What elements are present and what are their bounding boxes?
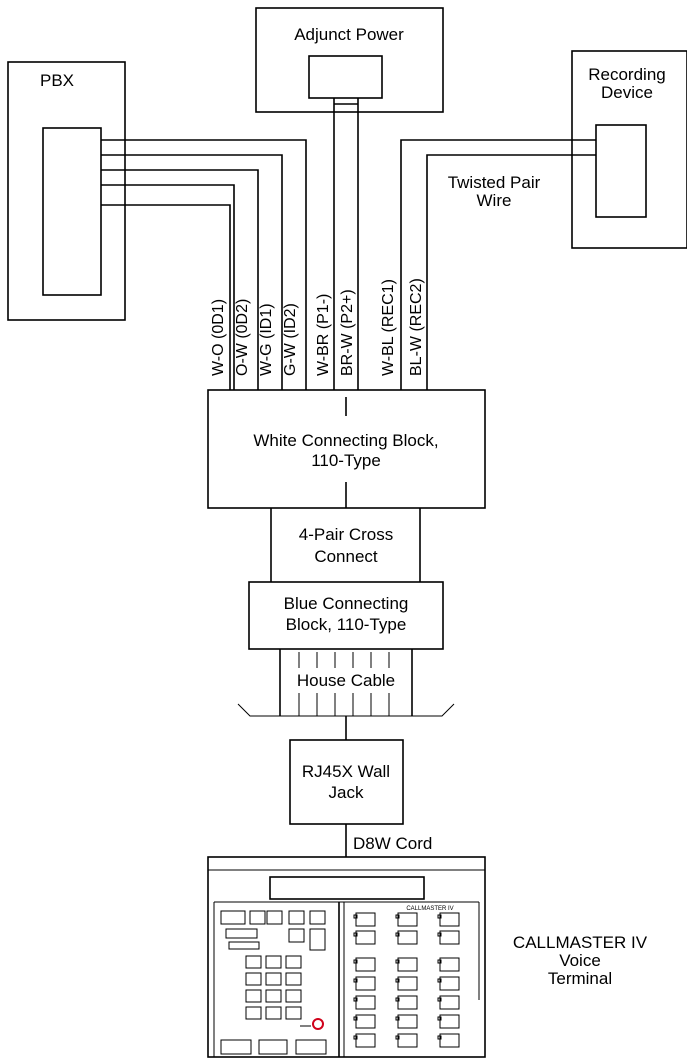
- wire-label: W-O (0D1): [210, 299, 227, 376]
- d8w-cord-label: D8W Cord: [353, 834, 432, 853]
- wire-label: W-G (ID1): [258, 303, 275, 376]
- terminal-label-3: Terminal: [548, 969, 612, 988]
- pbx-wires: [101, 139, 307, 390]
- recording-device-label-2: Device: [601, 83, 653, 102]
- blue-connecting-block: Blue Connecting Block, 110-Type: [248, 581, 444, 650]
- logo-icon: [312, 1018, 324, 1030]
- adjunct-power-label: Adjunct Power: [294, 25, 404, 44]
- white-block-label-1: White Connecting Block,: [253, 431, 438, 450]
- wire-label: O-W (0D2): [234, 299, 251, 376]
- twisted-pair-label-2: Wire: [477, 191, 512, 210]
- recording-device-module: [595, 124, 647, 218]
- cross-connect-label-1: 4-Pair Cross: [299, 525, 393, 544]
- house-cable: House Cable: [237, 649, 455, 717]
- recording-device-label-1: Recording: [588, 65, 666, 84]
- wire-label: G-W (ID2): [282, 303, 299, 376]
- wire-label: W-BL (REC1): [380, 279, 397, 376]
- terminal-label-2: Voice: [559, 951, 601, 970]
- wall-line: [237, 703, 455, 717]
- wire-label: W-BR (P1-): [315, 294, 332, 376]
- terminal-display: [269, 876, 425, 900]
- house-cable-label: House Cable: [297, 671, 395, 690]
- wall-jack-label-1: RJ45X Wall: [302, 762, 390, 781]
- feature-buttons: [353, 912, 460, 1048]
- wall-jack-label-2: Jack: [329, 783, 364, 802]
- white-connecting-block: White Connecting Block, 110-Type: [207, 389, 486, 509]
- wire-label: BL-W (REC2): [408, 278, 425, 376]
- terminal-brand-label: CALLMASTER IV: [406, 906, 453, 912]
- adjunct-power: Adjunct Power: [255, 7, 444, 113]
- pbx-label: PBX: [40, 71, 74, 90]
- twisted-pair-label-1: Twisted Pair: [448, 173, 541, 192]
- terminal-label-1: CALLMASTER IV: [513, 933, 648, 952]
- cross-connect-label-2: Connect: [314, 547, 378, 566]
- recording-device: Recording Device: [571, 50, 687, 249]
- wire-labels: W-O (0D1) O-W (0D2) W-G (ID1) G-W (ID2) …: [210, 278, 425, 376]
- pbx: PBX: [7, 61, 126, 321]
- adjunct-power-wires: [333, 98, 359, 390]
- callmaster-terminal: CALLMASTER IV: [207, 856, 486, 1058]
- blue-block-label-2: Block, 110-Type: [286, 615, 407, 634]
- cross-connect: 4-Pair Cross Connect: [270, 508, 421, 582]
- bottom-buttons: [220, 1039, 327, 1055]
- wire-label: BR-W (P2+): [339, 289, 356, 376]
- wall-jack: RJ45X Wall Jack: [289, 739, 404, 825]
- recording-wires: [400, 139, 596, 390]
- blue-block-label-1: Blue Connecting: [284, 594, 409, 613]
- adjunct-power-module: [308, 55, 383, 99]
- dial-pad: [245, 955, 302, 1020]
- control-buttons: [220, 910, 326, 951]
- white-block-label-2: 110-Type: [311, 451, 381, 470]
- pbx-module: [42, 127, 102, 296]
